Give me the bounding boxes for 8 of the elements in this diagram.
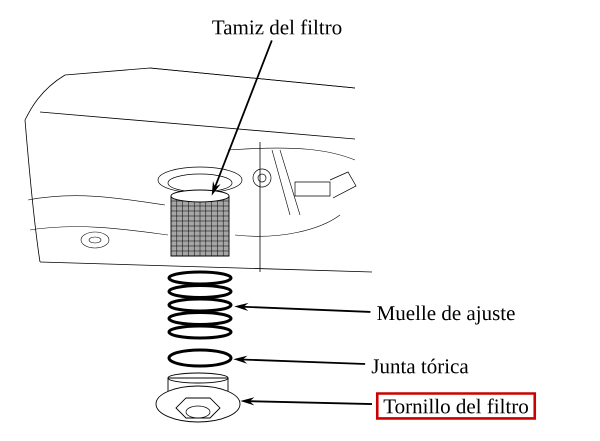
part-label: Muelle de ajuste [377,305,515,324]
framed-label: Tornillo del filtro [376,392,536,420]
part-label: Tamiz del filtro [212,20,342,34]
spring-drawing [168,270,232,340]
plug-drawing [156,372,240,422]
o-ring-drawing [168,348,232,368]
strainer-drawing [170,190,230,256]
part-label: Junta tórica [372,358,468,374]
